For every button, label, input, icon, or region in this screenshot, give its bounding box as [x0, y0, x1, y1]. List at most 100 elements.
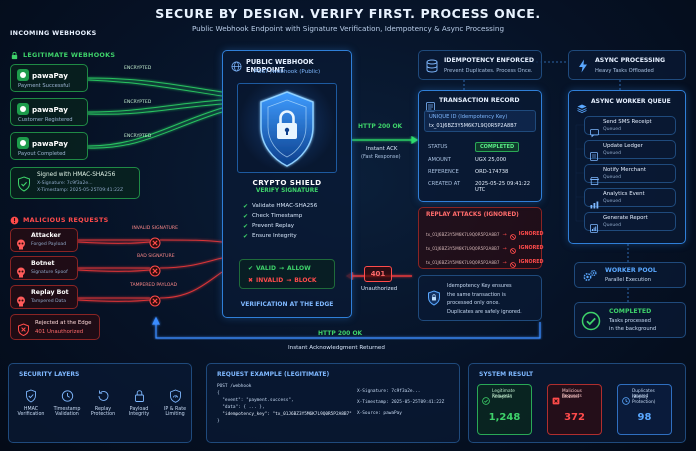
system-result-title: SYSTEM RESULT: [479, 371, 534, 378]
queue-task[interactable]: Analytics Event Queued: [584, 188, 676, 209]
pawapay-logo-icon: [17, 103, 29, 115]
attack-desc: Signature Spoof: [31, 270, 68, 275]
rejected-title: Rejected at the Edge: [35, 320, 92, 326]
idempotency-note-panel: Idempotency Key ensures the same transac…: [418, 275, 542, 321]
legit-webhook-card[interactable]: pawaPay Payout Completed: [10, 132, 88, 160]
async-subtitle: Heavy Tasks Offloaded: [595, 68, 654, 74]
replay-row: tx_01J6BZ3Y5M6K7L9Q0R5P2A8B7 → IGNORED: [426, 225, 544, 244]
reject-x-icon: [17, 321, 30, 340]
lock-icon: [134, 388, 145, 407]
check-circle-icon: [581, 311, 601, 335]
signature-method: Signed with HMAC-SHA256: [37, 172, 116, 178]
shield-check-icon: [25, 388, 37, 407]
skull-icon: [16, 235, 26, 254]
x-square-icon: [552, 390, 560, 409]
skull-icon: [16, 263, 26, 282]
created-value: 2025-05-25 09:41:22 UTC: [475, 181, 531, 193]
gears-icon: [582, 268, 598, 287]
queue-task[interactable]: Notify Merchant Queued: [584, 164, 676, 185]
shield-title: CRYPTO SHIELD: [252, 178, 322, 187]
public-endpoint-panel: PUBLIC WEBHOOK ENDPOINT POST /webhook (P…: [222, 50, 352, 318]
page-subtitle: Public Webhook Endpoint with Signature V…: [191, 24, 505, 33]
check-item: ✔Check Timestamp: [243, 212, 303, 220]
http-200-label: HTTP 200 OK: [358, 123, 403, 130]
legit-webhooks-heading: LEGITIMATE WEBHOOKS: [10, 45, 115, 64]
stack-icon: [577, 98, 587, 117]
replay-icon: [97, 388, 110, 407]
idempotency-title: IDEMPOTENCY ENFORCED: [444, 57, 534, 64]
transaction-record-panel: TRANSACTION RECORD UNIQUE ID (Idempotenc…: [418, 90, 542, 202]
code-line: }: [217, 419, 220, 424]
attack-desc: Forged Payload: [31, 242, 67, 247]
security-layer-item: Replay Protection: [85, 388, 121, 417]
replay-row: tx_01J6BZ3Y5M6K7L9Q0R5P2A8B7 → IGNORED: [426, 253, 544, 272]
code-line: "data": { ... },: [217, 405, 265, 410]
legit-webhook-card[interactable]: pawaPay Customer Registered: [10, 98, 88, 126]
provider-name: pawaPay: [32, 104, 68, 114]
stat-accepted: Legitimate Requests Accepted 1,248: [477, 384, 532, 435]
legit-webhook-card[interactable]: pawaPay Payment Successful: [10, 64, 88, 92]
check-circle-icon: [482, 390, 490, 409]
line-label: ENCRYPTED: [124, 100, 152, 105]
stat-value: 98: [637, 412, 652, 423]
malicious-request-card[interactable]: Attacker Forged Payload: [10, 228, 78, 252]
clock-icon: [61, 388, 74, 407]
endpoint-footer: VERIFICATION AT THE EDGE: [240, 301, 334, 308]
warning-icon: [10, 210, 19, 229]
check-item: ✔Prevent Replay: [243, 222, 295, 230]
line-label: ENCRYPTED: [124, 66, 152, 71]
code-line: "idempotency_key": "tx_01J6BZ3Y5M6K7L9Q0…: [217, 412, 352, 417]
queue-title: ASYNC WORKER QUEUE: [591, 98, 671, 105]
store-icon: [589, 170, 600, 189]
message-icon: [590, 122, 599, 141]
queue-task[interactable]: Generate Report Queued: [584, 212, 676, 233]
header-line: X-Timestamp: 2025-05-25T09:41:22Z: [357, 400, 445, 405]
stat-value: 1,248: [488, 412, 521, 423]
idempotency-subtitle: Prevent Duplicates. Process Once.: [444, 68, 533, 74]
block-icon: [509, 239, 516, 258]
endpoint-title: PUBLIC WEBHOOK ENDPOINT: [246, 58, 314, 74]
task-name: Generate Report: [603, 215, 648, 221]
completed-panel: COMPLETED Tasks processed in the backgro…: [574, 302, 686, 338]
fast-response-label: (Fast Response): [361, 154, 401, 160]
unique-id-value: tx_01J6BZ3Y5M6K7L9Q0R5P2A8B7: [429, 123, 517, 129]
idempotency-panel: IDEMPOTENCY ENFORCED Prevent Duplicates.…: [418, 50, 542, 80]
shield-check-icon: [17, 176, 31, 196]
bottom-http-200-label: HTTP 200 OK: [318, 330, 363, 337]
queue-task[interactable]: Send SMS Receipt Queued: [584, 116, 676, 138]
incoming-webhooks-label: INCOMING WEBHOOKS: [10, 29, 97, 37]
skull-icon: [16, 292, 26, 311]
rejected-code: 401 Unauthorized: [35, 329, 84, 335]
malicious-request-card[interactable]: Botnet Signature Spoof: [10, 256, 78, 280]
idem-note-text: Idempotency Key ensures the same transac…: [447, 283, 522, 315]
status-label: STATUS: [428, 144, 448, 150]
event-name: Customer Registered: [18, 117, 73, 123]
incoming-webhooks-heading: INCOMING WEBHOOKS: [10, 29, 97, 37]
legit-webhooks-label: LEGITIMATE WEBHOOKS: [23, 50, 116, 59]
system-result-panel: SYSTEM RESULT Legitimate Requests Accept…: [468, 363, 686, 443]
instant-ack-label: Instant ACK: [366, 146, 398, 152]
security-layers-title: SECURITY LAYERS: [19, 371, 80, 378]
bottom-ack-label: Instant Acknowledgment Returned: [288, 345, 385, 351]
shield-lock-icon: [255, 89, 319, 173]
shield-subtitle: VERIFY SIGNATURE: [255, 188, 319, 194]
completed-title: COMPLETED: [609, 308, 652, 315]
task-name: Notify Merchant: [603, 167, 646, 173]
attacker-name: Replay Bot: [31, 289, 69, 296]
malicious-request-card[interactable]: Replay Bot Tampered Data: [10, 285, 78, 309]
security-layers-panel: SECURITY LAYERS HMAC Verification Timest…: [8, 363, 192, 443]
valid-check-icon: ✔: [248, 265, 254, 272]
header-line: X-Source: pawaPay: [357, 411, 402, 416]
pawapay-logo-icon: [17, 69, 29, 81]
task-status: Queued: [603, 175, 622, 180]
amount-label: AMOUNT: [428, 157, 451, 163]
database-icon: [426, 58, 438, 77]
malicious-requests-heading: MALICIOUS REQUESTS: [10, 210, 109, 229]
task-status: Queued: [603, 151, 622, 156]
bar-chart-icon: [590, 194, 599, 213]
blocked-x-icon: [149, 292, 161, 311]
async-processing-panel: ASYNC PROCESSING Heavy Tasks Offloaded: [568, 50, 686, 80]
queue-task[interactable]: Update Ledger Queued: [584, 140, 676, 161]
block-icon: [509, 253, 516, 272]
request-example-panel: REQUEST EXAMPLE (LEGITIMATE) POST /webho…: [206, 363, 460, 443]
